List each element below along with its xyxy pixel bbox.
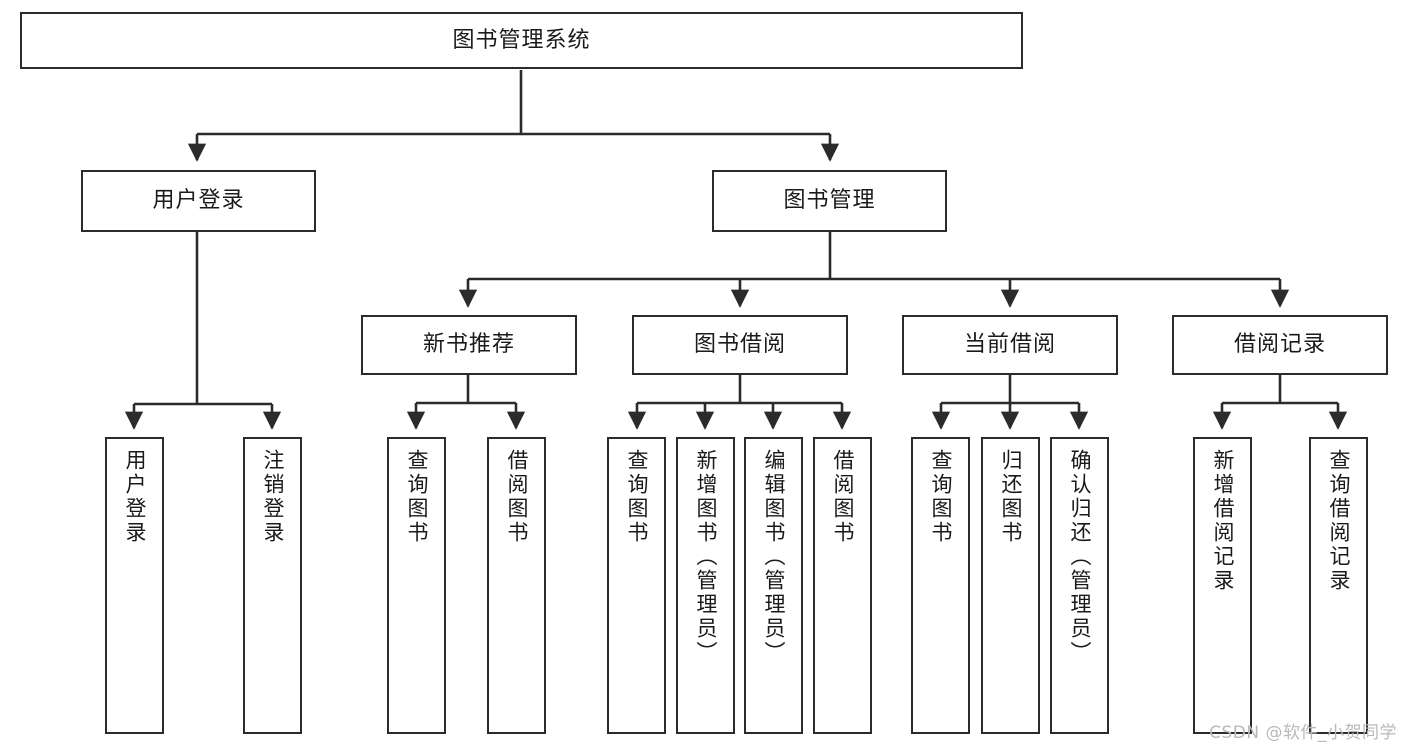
node-leaf-cur-confirm[interactable]: 确认归还（管理员） — [1050, 437, 1109, 734]
node-leaf-rec-borrow[interactable]: 借阅图书 — [487, 437, 546, 734]
node-label: 新书推荐 — [422, 332, 515, 358]
node-label: 查询图书 — [929, 449, 954, 545]
node-label: 归还图书 — [999, 449, 1024, 545]
node-leaf-rec-query[interactable]: 查询图书 — [387, 437, 446, 734]
node-book-borrow[interactable]: 图书借阅 — [632, 315, 848, 375]
node-borrow-record[interactable]: 借阅记录 — [1172, 315, 1388, 375]
node-leaf-cur-query[interactable]: 查询图书 — [911, 437, 970, 734]
node-label: 用户登录 — [123, 449, 148, 545]
node-label: 当前借阅 — [963, 332, 1056, 358]
node-leaf-rec-add[interactable]: 新增借阅记录 — [1193, 437, 1252, 734]
node-label: 用户登录 — [152, 188, 245, 214]
node-leaf-borrow-edit[interactable]: 编辑图书（管理员） — [744, 437, 803, 734]
node-leaf-user-logout[interactable]: 注销登录 — [243, 437, 302, 734]
node-leaf-borrow-lend[interactable]: 借阅图书 — [813, 437, 872, 734]
node-label: 借阅图书 — [831, 449, 856, 545]
node-user-login[interactable]: 用户登录 — [81, 170, 316, 232]
node-label: 查询图书 — [625, 449, 650, 545]
node-root-system[interactable]: 图书管理系统 — [20, 12, 1023, 69]
csdn-watermark: CSDN @软件_小贺同学 — [1209, 723, 1397, 743]
node-leaf-rec-query2[interactable]: 查询借阅记录 — [1309, 437, 1368, 734]
node-label: 查询图书 — [405, 449, 430, 545]
node-book-manage[interactable]: 图书管理 — [712, 170, 947, 232]
node-label: 查询借阅记录 — [1327, 449, 1352, 593]
node-label: 注销登录 — [261, 449, 286, 545]
node-label: 借阅记录 — [1233, 332, 1326, 358]
node-label: 图书借阅 — [693, 332, 786, 358]
node-label: 新增图书（管理员） — [694, 449, 719, 665]
node-new-book-rec[interactable]: 新书推荐 — [361, 315, 577, 375]
node-label: 编辑图书（管理员） — [762, 449, 787, 665]
node-leaf-cur-return[interactable]: 归还图书 — [981, 437, 1040, 734]
node-label: 新增借阅记录 — [1211, 449, 1236, 593]
node-leaf-user-login[interactable]: 用户登录 — [105, 437, 164, 734]
node-leaf-borrow-query[interactable]: 查询图书 — [607, 437, 666, 734]
node-leaf-borrow-add[interactable]: 新增图书（管理员） — [676, 437, 735, 734]
node-label: 借阅图书 — [505, 449, 530, 545]
node-label: 确认归还（管理员） — [1068, 449, 1093, 665]
node-label: 图书管理 — [783, 188, 876, 214]
node-current-borrow[interactable]: 当前借阅 — [902, 315, 1118, 375]
node-label: 图书管理系统 — [452, 27, 591, 53]
